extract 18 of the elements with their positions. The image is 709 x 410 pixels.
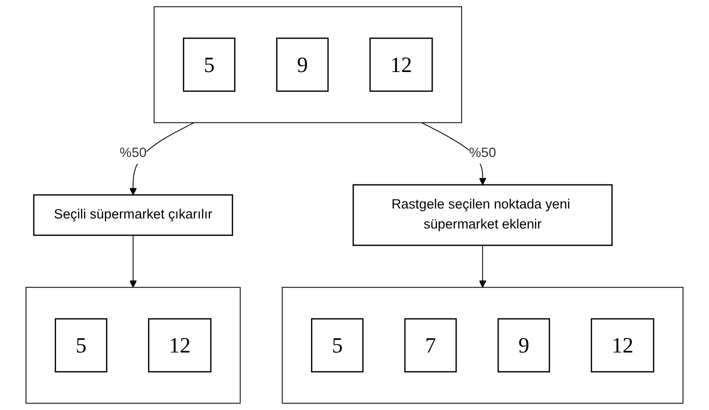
edge-label: %50 — [469, 146, 496, 160]
node-box: 9 — [276, 38, 329, 92]
cluster — [282, 286, 684, 404]
node-box: 12 — [148, 318, 212, 372]
node-box: 12 — [590, 318, 654, 372]
cluster — [154, 6, 462, 124]
cluster — [26, 286, 241, 404]
node-box: Rastgele seçilen noktada yeni süpermarket eklenir — [352, 184, 613, 246]
node-box: 5 — [311, 318, 364, 372]
arrow — [478, 244, 486, 288]
node-box: 12 — [369, 38, 433, 92]
node-box: 5 — [54, 318, 108, 372]
node-box: 9 — [498, 318, 550, 372]
node-box: Seçili süpermarket çıkarılır — [33, 194, 234, 236]
node-box: 7 — [404, 318, 457, 372]
edge-label: %50 — [120, 146, 147, 160]
node-box: 5 — [182, 38, 236, 92]
arrow — [129, 234, 137, 288]
